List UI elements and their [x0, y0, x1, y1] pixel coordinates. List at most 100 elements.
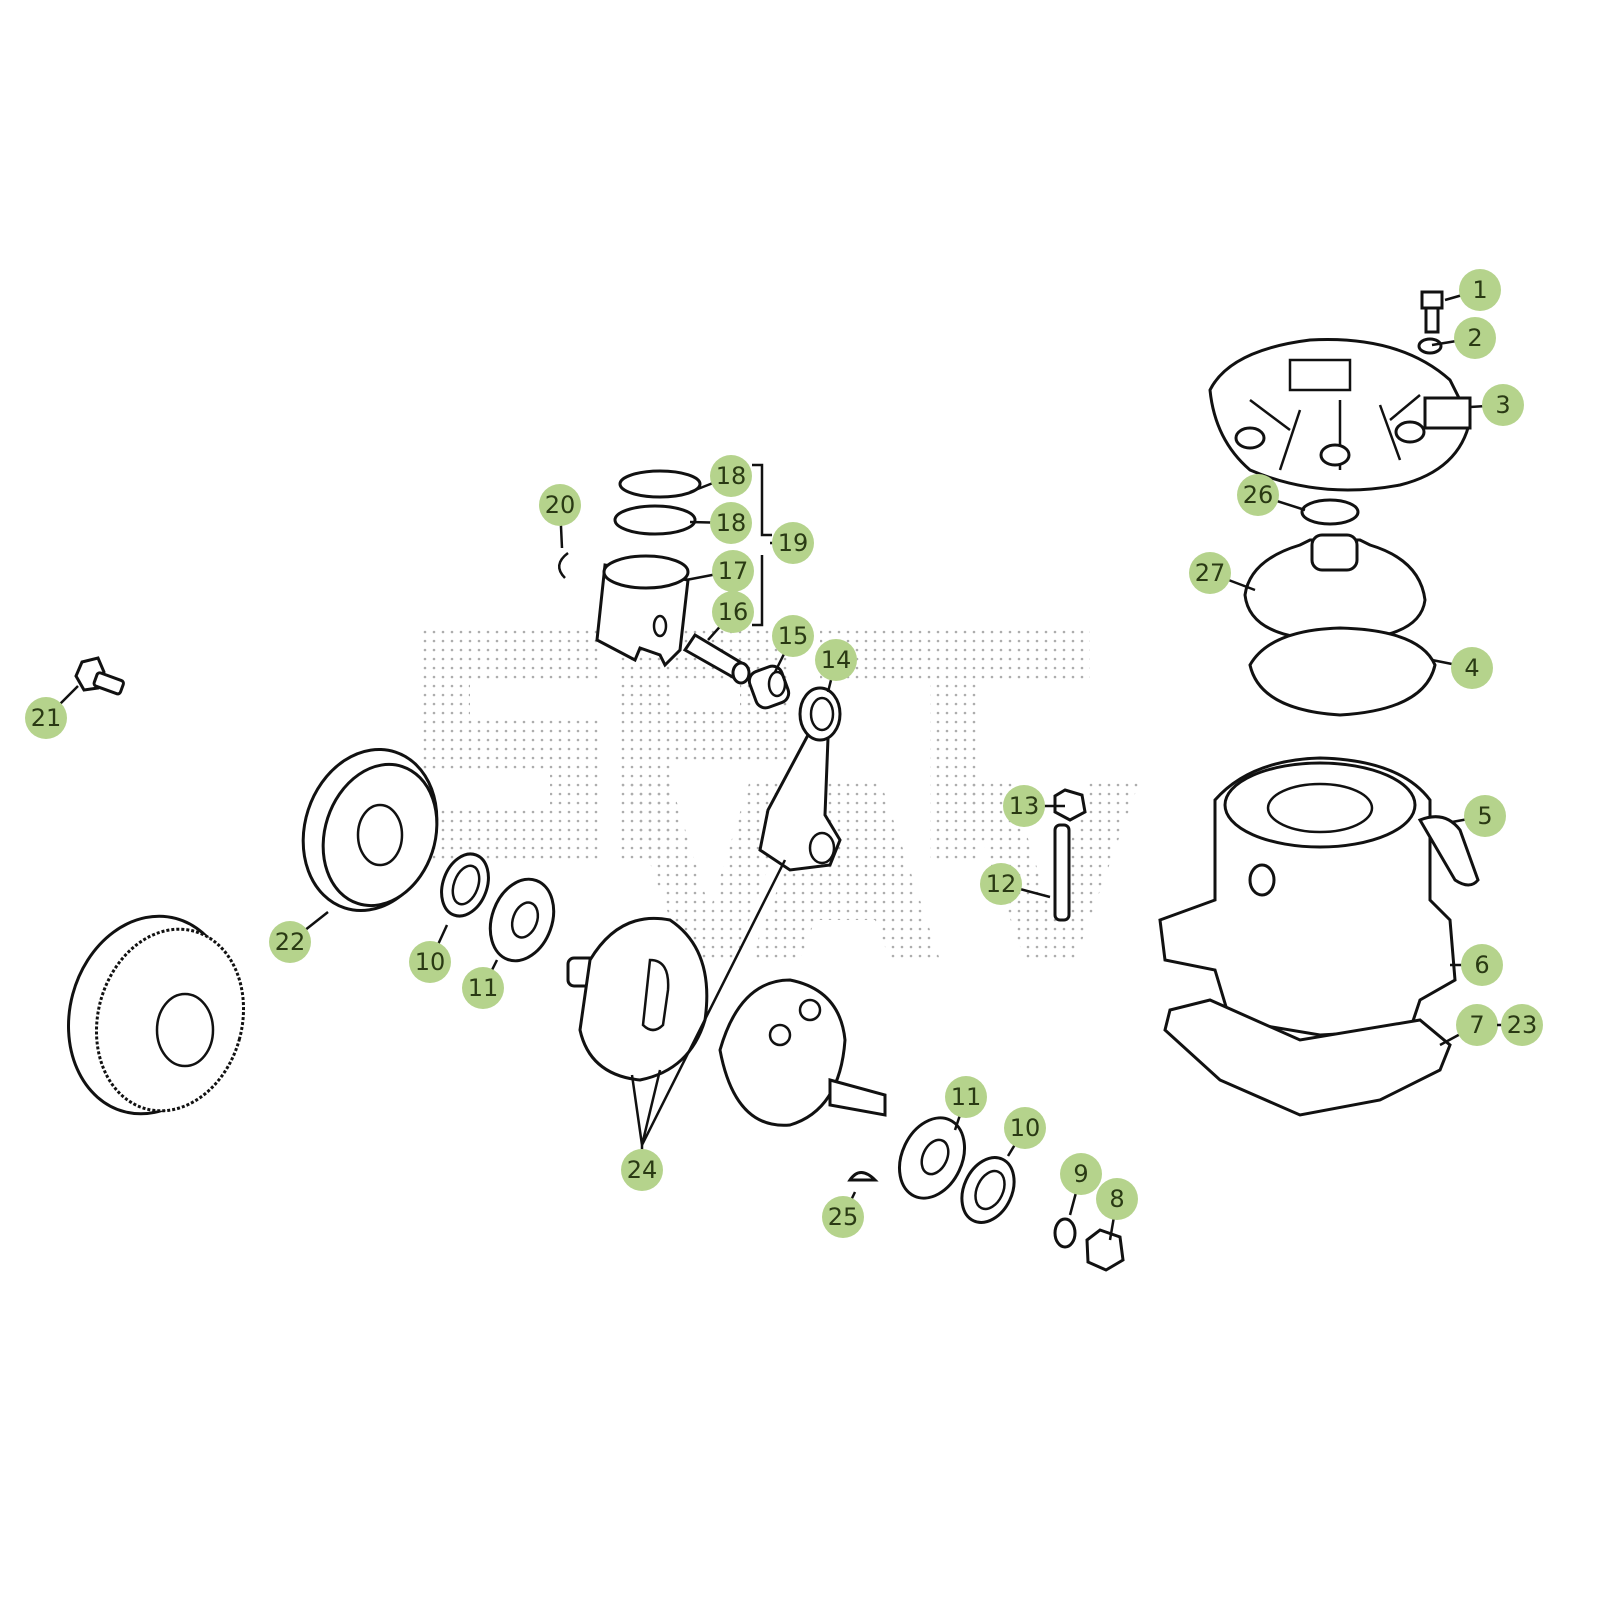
callout-7[interactable]: 7 — [1439, 1004, 1498, 1047]
callout-9[interactable]: 9 — [1060, 1153, 1102, 1216]
cylinder — [1158, 756, 1457, 1037]
callout-label: 12 — [986, 870, 1017, 898]
callout-circle — [462, 967, 504, 1009]
flywheel — [301, 747, 439, 913]
callout-label: 20 — [545, 491, 576, 519]
seal-right — [960, 1156, 1016, 1224]
bolt — [1420, 290, 1444, 334]
callout-13[interactable]: 13 — [1003, 785, 1065, 827]
callout-21[interactable]: 21 — [25, 685, 79, 739]
callout-label: 26 — [1243, 481, 1274, 509]
callout-label: 5 — [1477, 802, 1492, 830]
callout-label: 17 — [718, 557, 749, 585]
callout-label: 13 — [1009, 792, 1040, 820]
callout-label: 18 — [716, 509, 747, 537]
callout-26[interactable]: 26 — [1237, 474, 1306, 516]
clutch-basket — [67, 914, 246, 1116]
callout-circle — [712, 591, 754, 633]
base-gasket — [1163, 998, 1452, 1117]
callout-circle — [815, 639, 857, 681]
head-gasket — [1248, 626, 1437, 717]
callout-circle — [945, 1076, 987, 1118]
callout-circle — [980, 863, 1022, 905]
callout-circle — [1501, 1004, 1543, 1046]
callout-circle — [710, 502, 752, 544]
bearing-right — [898, 1116, 966, 1200]
callout-8[interactable]: 8 — [1096, 1178, 1138, 1241]
callout-16[interactable]: 16 — [707, 591, 754, 641]
callout-17[interactable]: 17 — [685, 550, 754, 592]
callout-circle — [1451, 647, 1493, 689]
callout-circle — [1189, 552, 1231, 594]
callout-1[interactable]: 1 — [1444, 269, 1501, 311]
callout-label: 16 — [718, 598, 749, 626]
callout-label: 11 — [468, 974, 499, 1002]
leader-24 — [630, 859, 787, 1146]
callout-circle — [1461, 944, 1503, 986]
seal-left — [440, 852, 490, 918]
callout-11[interactable]: 11 — [462, 959, 504, 1009]
callout-label: 6 — [1474, 951, 1489, 979]
callout-circle — [710, 455, 752, 497]
woodruff-key — [847, 1171, 879, 1182]
screw-21 — [74, 656, 125, 696]
callout-circle — [712, 550, 754, 592]
callout-18[interactable]: 18 — [689, 455, 752, 497]
callout-circle — [1237, 474, 1279, 516]
callout-circle — [621, 1149, 663, 1191]
needle-bearing — [747, 664, 791, 710]
callout-circle — [1454, 317, 1496, 359]
connecting-rod — [758, 686, 842, 872]
callout-label: 9 — [1073, 1160, 1088, 1188]
o-ring — [1300, 498, 1360, 526]
callout-circle — [25, 697, 67, 739]
callout-3[interactable]: 3 — [1469, 384, 1524, 426]
callout-22[interactable]: 22 — [269, 911, 329, 963]
callout-circle — [772, 522, 814, 564]
callout-label: 22 — [275, 928, 306, 956]
callout-23[interactable]: 23 — [1497, 1004, 1543, 1046]
callout-2[interactable]: 2 — [1431, 317, 1496, 359]
callout-circle — [1096, 1178, 1138, 1220]
callout-label: 1 — [1472, 276, 1487, 304]
stud — [1053, 788, 1087, 922]
callout-10[interactable]: 10 — [1004, 1107, 1046, 1157]
callout-label: 23 — [1507, 1011, 1538, 1039]
callout-label: 3 — [1495, 391, 1510, 419]
watermark — [420, 630, 1140, 960]
callout-11[interactable]: 11 — [945, 1076, 987, 1131]
nut-8 — [1085, 1228, 1125, 1272]
callout-27[interactable]: 27 — [1189, 552, 1256, 594]
callout-25[interactable]: 25 — [822, 1191, 864, 1238]
callout-circle — [1464, 795, 1506, 837]
callout-5[interactable]: 5 — [1451, 795, 1506, 837]
callout-12[interactable]: 12 — [980, 863, 1051, 905]
callout-15[interactable]: 15 — [772, 615, 814, 673]
callout-24[interactable]: 24 — [621, 1145, 663, 1191]
callout-19[interactable]: 19 — [770, 522, 814, 564]
callout-label: 2 — [1467, 324, 1482, 352]
callout-label: 18 — [716, 462, 747, 490]
callout-label: 27 — [1195, 559, 1226, 587]
head-insert — [1243, 533, 1427, 642]
bearing-left — [488, 877, 556, 963]
callout-6[interactable]: 6 — [1450, 944, 1503, 986]
callout-label: 7 — [1469, 1011, 1484, 1039]
exhaust-gasket — [1417, 815, 1480, 887]
callout-circle — [1459, 269, 1501, 311]
washer-9 — [1053, 1217, 1077, 1249]
callout-circle — [1060, 1153, 1102, 1195]
callout-18[interactable]: 18 — [689, 502, 752, 544]
callout-circle — [409, 941, 451, 983]
piston-rings — [613, 469, 702, 536]
callout-circle — [1482, 384, 1524, 426]
callout-10[interactable]: 10 — [409, 924, 451, 983]
callout-20[interactable]: 20 — [539, 484, 581, 549]
callout-14[interactable]: 14 — [815, 639, 857, 693]
callout-4[interactable]: 4 — [1431, 647, 1493, 689]
callout-label: 10 — [1010, 1114, 1041, 1142]
callout-label: 14 — [821, 646, 852, 674]
piston-pin — [682, 632, 751, 685]
callout-label: 4 — [1464, 654, 1479, 682]
